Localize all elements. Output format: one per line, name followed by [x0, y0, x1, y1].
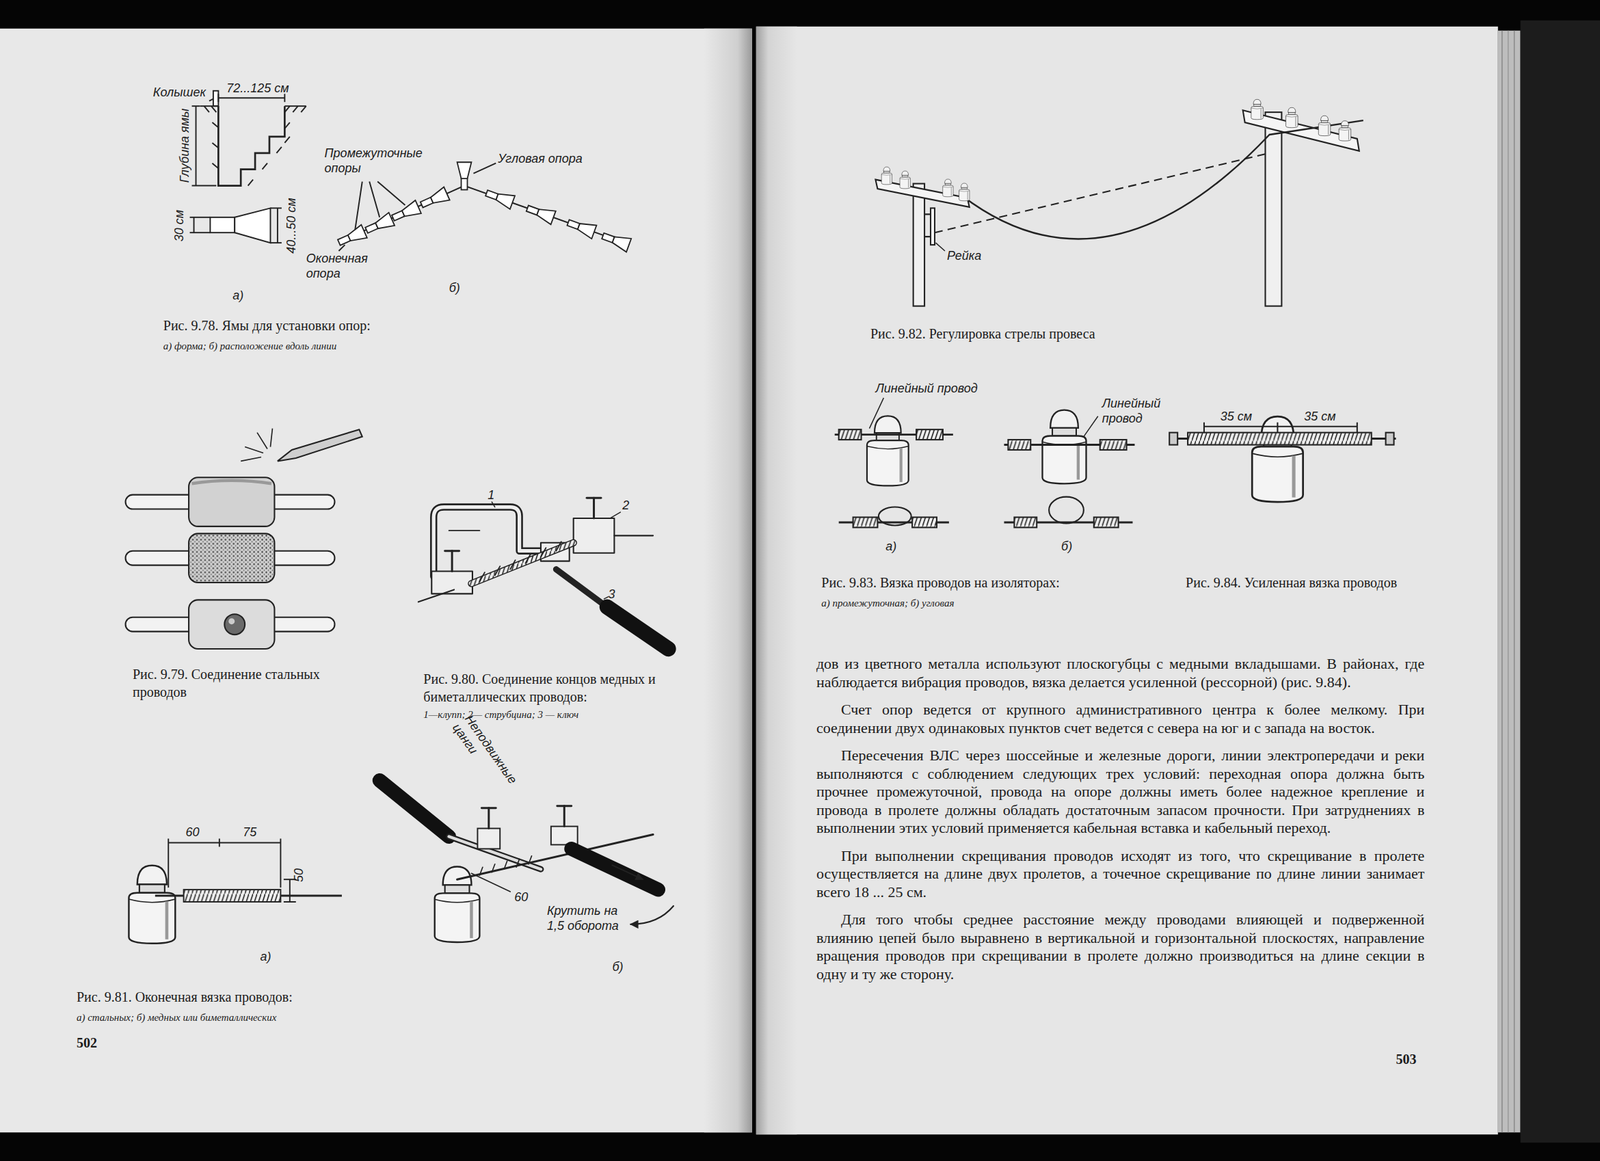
dimension: 35 см: [1220, 408, 1252, 424]
caption-note: а) стальных; б) медных или биметаллическ…: [76, 1011, 277, 1025]
body-paragraph: При выполнении скрещивания проводов исхо…: [816, 847, 1425, 902]
figure-caption: Рис. 9.82. Регулировка стрелы провеса: [870, 324, 1381, 343]
subfigure-letter: а): [260, 949, 272, 965]
part-label: Оконечная опора: [306, 250, 388, 282]
figure-caption: Рис. 9.79. Соединение стальных проводов: [132, 665, 342, 701]
caption-note: 1—клупп; 2— струбцина; 3 — ключ: [423, 708, 579, 722]
dimension: 72...125 см: [226, 80, 289, 96]
body-paragraph: дов из цветного металла используют плоск…: [816, 655, 1425, 692]
page-number: 503: [1396, 1050, 1417, 1068]
part-label: Промежуточные опоры: [324, 145, 446, 176]
body-paragraph: Пересечения ВЛС через шоссейные и железн…: [816, 746, 1425, 838]
dimension: 30 см: [172, 209, 188, 242]
dimension: 35 см: [1303, 408, 1336, 424]
figure-caption: Рис. 9.80. Соединение концов медных и би…: [423, 670, 720, 706]
subfigure-letter: б): [611, 959, 623, 975]
part-label: Линейный провод: [1102, 395, 1162, 426]
callout-number: 1: [487, 487, 495, 503]
caption-note: а) форма; б) расположение вдоль линии: [163, 339, 338, 353]
dimension: Глубина ямы: [177, 108, 193, 184]
part-label: Линейный провод: [875, 380, 978, 396]
part-label: Колышек: [153, 84, 206, 100]
caption-note: а) промежуточная; б) угловая: [821, 596, 954, 610]
dimension: 50: [291, 868, 307, 883]
figure-caption: Рис. 9.78. Ямы для установки опор:: [163, 316, 593, 335]
part-label: Рейка: [947, 248, 982, 264]
figure-caption: Рис. 9.81. Оконечная вязка проводов:: [76, 988, 689, 1006]
body-text: дов из цветного металла используют плоск…: [816, 655, 1425, 993]
figure-caption: Рис. 9.83. Вязка проводов на изоляторах:: [821, 573, 1158, 592]
instruction-label: Крутить на 1,5 оборота: [547, 903, 627, 934]
dimension: 75: [242, 824, 257, 840]
body-paragraph: Счет опор ведется от крупного администра…: [816, 700, 1425, 738]
subfigure-letter: а): [885, 538, 897, 554]
dimension: 60: [514, 889, 528, 905]
subfigure-letter: б): [1061, 538, 1073, 554]
callout-number: 3: [607, 586, 615, 602]
subfigure-letter: а): [232, 287, 244, 303]
dimension: 60: [185, 824, 200, 840]
body-paragraph: Для того чтобы среднее расстояние между …: [816, 910, 1425, 984]
part-label: Угловая опора: [497, 151, 583, 167]
dimension: 40...50 см: [283, 197, 299, 253]
callout-number: 2: [622, 497, 630, 513]
subfigure-letter: б): [449, 280, 461, 296]
figure-caption: Рис. 9.84. Усиленная вязка проводов: [1185, 573, 1416, 592]
page-number: 502: [76, 1034, 98, 1051]
